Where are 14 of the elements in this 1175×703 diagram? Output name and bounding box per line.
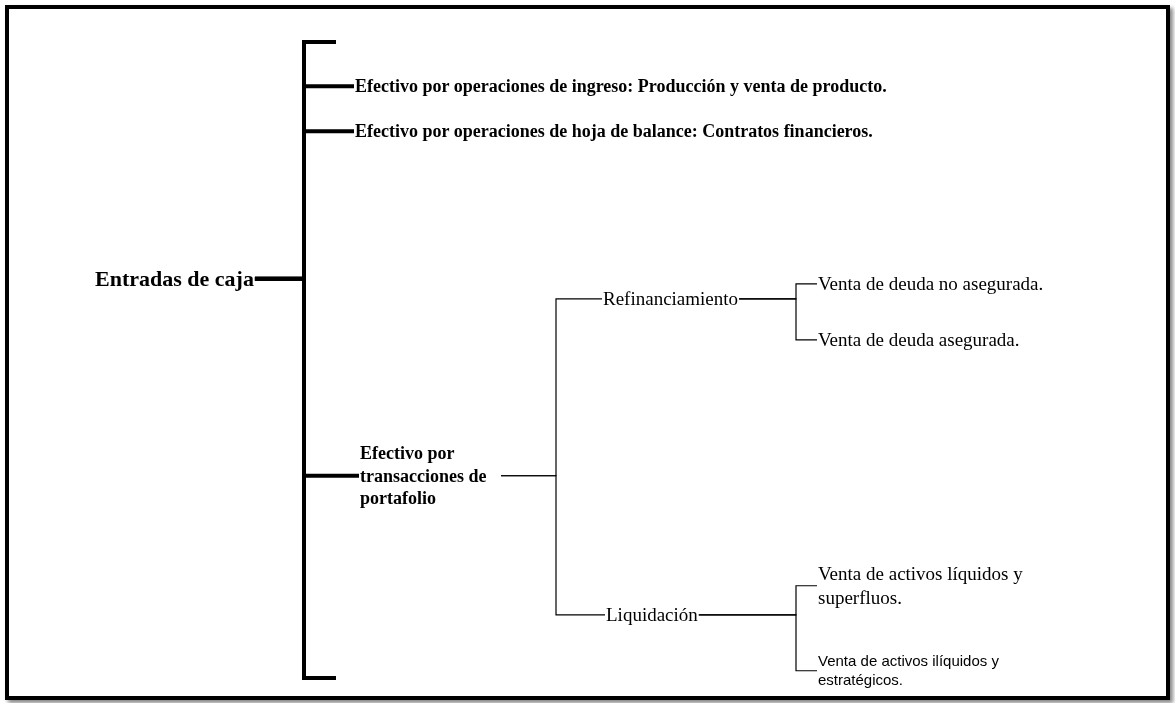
item-label: Refinanciamiento <box>603 287 739 311</box>
category-label: Efectivo por transacciones de portafolio <box>360 442 488 510</box>
brace-connector <box>698 614 818 672</box>
brace-connector <box>254 276 359 478</box>
item-label: Venta de deuda no asegurada. <box>818 272 1044 296</box>
item-label: Venta de activos ilíquidos y estratégicos. <box>818 652 1000 690</box>
item-label: Efectivo por operaciones de ingreso: Producción y venta de producto. <box>355 75 887 98</box>
brace-connector <box>738 298 818 341</box>
brace-connector <box>500 475 606 616</box>
item-label: Liquidación <box>606 603 698 627</box>
item-label: Efectivo por operaciones de hoja de balance: Contratos financieros. <box>355 120 873 143</box>
root-label: Entradas de caja <box>95 265 254 293</box>
item-label: Venta de deuda asegurada. <box>818 328 1020 352</box>
item-label: Venta de activos líquidos y superfluos. <box>818 562 1024 610</box>
